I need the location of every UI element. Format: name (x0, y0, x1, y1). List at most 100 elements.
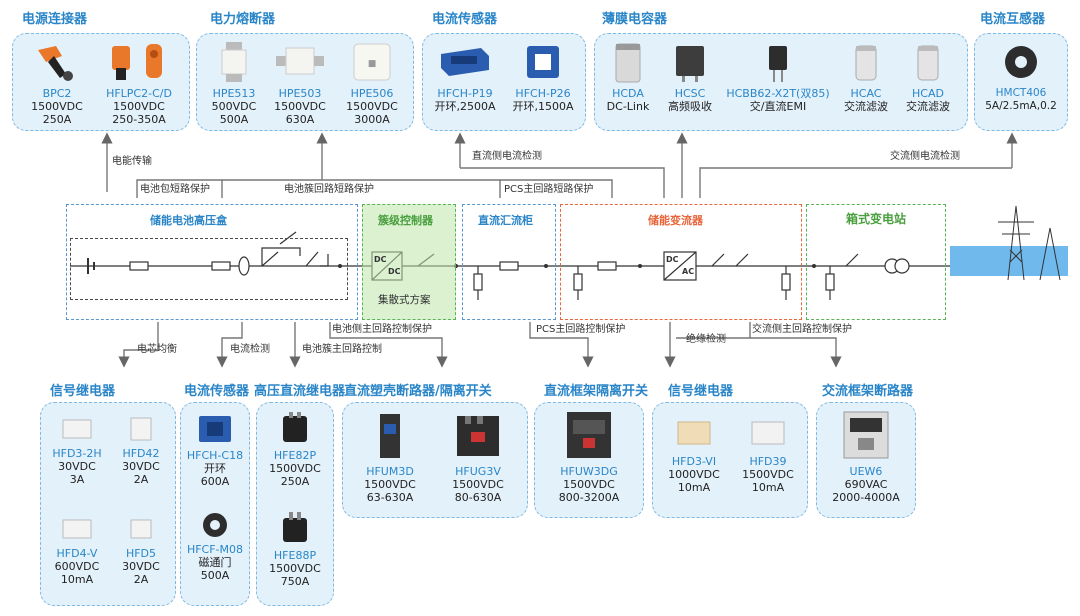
product-name: HCDA (612, 87, 644, 100)
label-cell-balance: 电芯均衡 (137, 344, 177, 355)
product-spec: 10mA (751, 481, 785, 494)
product-name: HFLPC2-C/D (106, 87, 172, 100)
product-hcda[interactable]: HCDA DC-Link (600, 40, 656, 113)
product-name: HCSC (674, 87, 706, 100)
product-hfch-p26[interactable]: HFCH-P26 开环,1500A (506, 40, 580, 113)
capacitor-image (676, 46, 704, 82)
dcac-top: DC (666, 255, 679, 264)
label-pcs-ctrl: PCS主回路控制保护 (536, 324, 626, 335)
product-spec: 80-630A (454, 491, 502, 504)
sensor-image (527, 46, 559, 78)
product-spec: 63-630A (366, 491, 414, 504)
relay-image (751, 421, 785, 445)
product-spec: 1500VDC (742, 468, 794, 481)
zone-title: 箱式变电站 (846, 212, 907, 226)
product-hflpc2[interactable]: HFLPC2-C/D 1500VDC 250-350A (98, 40, 180, 126)
product-hpe506[interactable]: ■ HPE506 1500VDC 3000A (338, 40, 406, 126)
capacitor-image (615, 43, 641, 83)
connector-image (38, 46, 73, 81)
product-spec: 交流滤波 (906, 100, 950, 113)
product-hfch-c18[interactable]: HFCH-C18 开环 600A (180, 412, 250, 488)
group-title: 直流塑壳断路器/隔离开关 (344, 384, 492, 399)
product-spec: 5A/2.5mA,0.2 (985, 100, 1057, 112)
zone-hv-box (66, 204, 358, 320)
product-hfuw3dg[interactable]: HFUW3DG 1500VDC 800-3200A (534, 408, 644, 504)
product-spec: 1500VDC (274, 100, 326, 113)
label-dc-detect: 直流侧电流检测 (472, 151, 542, 162)
product-spec: DC-Link (606, 100, 650, 113)
product-hcbb62[interactable]: HCBB62-X2T(双85) 交/直流EMI (722, 40, 834, 113)
sensor-image (203, 513, 227, 537)
product-spec: 250A (280, 475, 310, 488)
product-name: HFD5 (125, 547, 157, 560)
product-hfum3d[interactable]: HFUM3D 1500VDC 63-630A (350, 410, 430, 504)
relay-image (677, 421, 711, 445)
product-name: HFUG3V (455, 465, 501, 478)
zone-title: 储能变流器 (648, 214, 703, 227)
product-hcad[interactable]: HCAD 交流滤波 (898, 40, 958, 113)
product-hpe513[interactable]: HPE513 500VDC 500A (202, 40, 266, 126)
group-title: 信号继电器 (668, 384, 734, 399)
product-spec: 600VDC (54, 560, 100, 573)
product-name: HFCH-P19 (437, 87, 493, 100)
relay-image (130, 519, 152, 539)
connector-image (112, 44, 162, 80)
product-hfug3v[interactable]: HFUG3V 1500VDC 80-630A (436, 410, 520, 504)
product-uew6[interactable]: UEW6 690VAC 2000-4000A (816, 408, 916, 504)
product-hfd3-vi[interactable]: HFD3-VI 1000VDC 10mA (656, 412, 732, 494)
relay-image (62, 419, 92, 439)
breaker-image (457, 416, 499, 456)
product-hcac[interactable]: HCAC 交流滤波 (838, 40, 894, 113)
product-name: HFCH-P26 (515, 87, 571, 100)
product-spec: 250A (42, 113, 72, 126)
product-hfd4-v[interactable]: HFD4-V 600VDC 10mA (44, 514, 110, 586)
product-name: HFUW3DG (560, 465, 618, 478)
dcdc-bottom: DC (388, 267, 401, 276)
product-hfe82p[interactable]: HFE82P 1500VDC 250A (256, 410, 334, 488)
group-title: 交流框架断路器 (822, 384, 914, 399)
product-spec: 750A (280, 575, 310, 588)
product-name: HFD4-V (56, 547, 98, 560)
product-spec: 600A (200, 475, 230, 488)
product-hfe88p[interactable]: HFE88P 1500VDC 750A (256, 510, 334, 588)
product-hfch-p19[interactable]: HFCH-P19 开环,2500A (428, 40, 502, 113)
product-hfd3-2h[interactable]: HFD3-2H 30VDC 3A (44, 414, 110, 486)
product-spec: 30VDC (122, 560, 160, 573)
product-hpe503[interactable]: HPE503 1500VDC 630A (268, 40, 332, 126)
product-hmct406[interactable]: HMCT406 5A/2.5mA,0.2 (976, 40, 1066, 113)
product-spec: 630A (285, 113, 315, 126)
group-title: 薄膜电容器 (602, 12, 668, 27)
product-spec: 10mA (60, 573, 94, 586)
product-name: HPE513 (212, 87, 256, 100)
product-hfd42[interactable]: HFD42 30VDC 2A (110, 414, 172, 486)
product-spec: 1500VDC (563, 478, 615, 491)
capacitor-image (855, 45, 877, 81)
product-spec: 交/直流EMI (749, 100, 807, 113)
zone-substation (806, 204, 946, 320)
product-name: HPE506 (350, 87, 394, 100)
product-spec: 1500VDC (346, 100, 398, 113)
label-current-detect: 电流检测 (230, 344, 270, 355)
zone-pack (70, 238, 348, 300)
zone-title: 簇级控制器 (378, 214, 433, 227)
product-hcsc[interactable]: HCSC 高频吸收 (660, 40, 720, 113)
product-spec: 1500VDC (364, 478, 416, 491)
product-name: HCAC (850, 87, 882, 100)
capacitor-image (917, 45, 939, 81)
label-cluster-ctrl: 电池簇主回路控制 (302, 344, 382, 355)
product-spec: 500A (200, 569, 230, 582)
group-title: 电流传感器 (432, 12, 498, 27)
product-spec: 800-3200A (558, 491, 620, 504)
product-spec: 1500VDC (269, 562, 321, 575)
product-hfcf-m08[interactable]: HFCF-M08 磁通门 500A (180, 510, 250, 582)
product-hfd5[interactable]: HFD5 30VDC 2A (110, 514, 172, 586)
product-name: HCBB62-X2T(双85) (726, 87, 830, 100)
sensor-image (199, 416, 231, 442)
product-spec: 690VAC (844, 478, 888, 491)
product-spec: 3000A (354, 113, 390, 126)
product-bpc2[interactable]: BPC2 1500VDC 250A (22, 40, 92, 126)
product-name: HPE503 (278, 87, 322, 100)
product-hfd39[interactable]: HFD39 1500VDC 10mA (732, 412, 804, 494)
product-spec: 2A (133, 573, 149, 586)
label-pcs-short: PCS主回路短路保护 (504, 184, 594, 195)
